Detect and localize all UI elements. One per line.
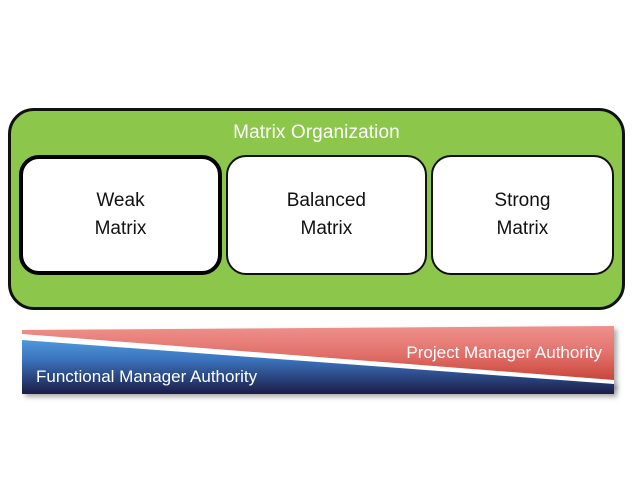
matrix-box-weak-line2: Matrix [94,218,147,239]
matrix-box-strong-line2: Matrix [496,218,549,239]
matrix-box-balanced-line1: Balanced [286,190,366,211]
functional-manager-authority-label: Functional Manager Authority [36,367,258,386]
matrix-organization-container: Matrix Organization Weak Matrix Balanced… [8,108,625,310]
authority-wedges [22,326,614,394]
authority-continuum-bar: Project Manager Authority Functional Man… [22,326,614,394]
matrix-box-weak-line1: Weak [96,190,145,211]
authority-divider-line [22,334,614,384]
matrix-box-strong-line1: Strong [494,190,551,211]
matrix-type-boxes: Weak Matrix Balanced Matrix Strong Matri… [19,155,614,275]
matrix-organization-title: Matrix Organization [233,122,400,143]
matrix-box-weak[interactable]: Weak Matrix [19,155,222,275]
matrix-box-balanced-line2: Matrix [300,218,353,239]
project-manager-authority-label: Project Manager Authority [406,343,602,362]
matrix-box-strong[interactable]: Strong Matrix [430,155,614,275]
matrix-box-balanced[interactable]: Balanced Matrix [225,155,427,275]
